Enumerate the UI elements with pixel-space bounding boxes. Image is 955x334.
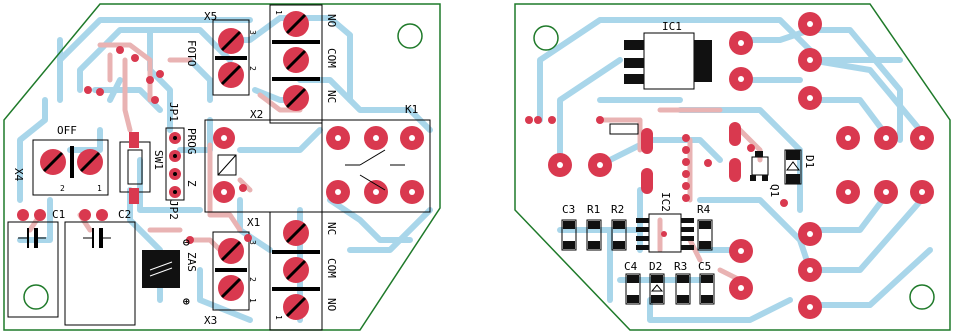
label-plus: ⊕ [183, 295, 190, 308]
label-ic2: IC2 [659, 192, 672, 212]
label-r3: R3 [674, 260, 687, 273]
c4-smd [625, 273, 641, 305]
label-r4: R4 [697, 203, 711, 216]
label-zas: ZAS [185, 252, 198, 272]
k1-contact-area [321, 119, 431, 213]
k1-relay-pads [213, 126, 424, 204]
label-foto: FOTO [185, 40, 198, 67]
label-r1: R1 [587, 203, 600, 216]
label-c4: C4 [624, 260, 638, 273]
x1-screws [272, 220, 320, 320]
label-z: Z [185, 180, 198, 187]
x3-terminal-block [212, 231, 250, 311]
smd-row-top [561, 213, 713, 253]
c1-capacitor [7, 209, 59, 318]
label-x4: X4 [12, 168, 25, 182]
right-board: IC1 IC2 C3 R1 R2 R4 C4 D2 R3 C5 Q1 D1 [514, 3, 951, 331]
left-board-outline [3, 3, 441, 331]
label-minus: ⊖ [183, 236, 190, 249]
r1-smd [586, 219, 602, 251]
q1-transistor [750, 151, 769, 181]
x4-terminal-block [32, 139, 109, 196]
label-c2: C2 [118, 208, 131, 221]
ic1-regulator [624, 32, 712, 90]
right-mount-hole-top [533, 25, 559, 51]
x3-pin-1: 1 [248, 298, 257, 303]
label-prog: PROG [185, 128, 198, 155]
r2-smd [611, 219, 627, 251]
label-k1: K1 [405, 103, 418, 116]
x2-pin-1: 1 [274, 10, 283, 15]
label-com-top: COM [325, 48, 338, 68]
label-x2: X2 [250, 108, 263, 121]
label-jp2: JP2 [167, 200, 180, 220]
c3-smd [561, 219, 577, 251]
d1-diode [784, 149, 802, 185]
label-d1: D1 [803, 155, 816, 168]
label-jp1: JP1 [167, 102, 180, 122]
label-off: OFF [57, 124, 77, 137]
label-no-top: NO [325, 14, 338, 27]
label-c5: C5 [698, 260, 711, 273]
x4-pin-1: 1 [97, 184, 102, 193]
left-vias [84, 46, 252, 244]
x1-pin-1: 1 [274, 315, 283, 320]
right-vertical-pads [609, 122, 741, 194]
label-q1: Q1 [768, 184, 781, 197]
right-board-outline [514, 3, 951, 331]
left-board: X5 X2 X1 X3 X4 K1 FOTO OFF C1 C2 JP1 JP2… [3, 3, 441, 331]
power-regulator [142, 250, 180, 288]
label-r2: R2 [611, 203, 624, 216]
label-x1: X1 [247, 216, 260, 229]
r3-smd [675, 273, 691, 305]
c2-capacitor [64, 209, 136, 326]
label-x5: X5 [204, 10, 217, 23]
sw1-switch [119, 132, 151, 204]
right-board-labels: IC1 IC2 C3 R1 R2 R4 C4 D2 R3 C5 Q1 D1 [562, 20, 816, 273]
x3-screws [215, 238, 247, 301]
jp-header-pins [169, 132, 181, 198]
left-mount-hole-bottom [23, 284, 49, 310]
x4-screws [40, 146, 103, 178]
label-no-bottom: NO [325, 298, 338, 311]
x5-pin-3: 3 [248, 30, 257, 35]
x4-pin-2: 2 [60, 184, 65, 193]
smd-row-bottom [625, 273, 715, 305]
x5-pin-2: 2 [248, 66, 257, 71]
left-mount-hole-top [397, 23, 423, 49]
x3-pin-3: 3 [248, 240, 257, 245]
jp-header-outline [165, 127, 185, 201]
x3-pin-2: 2 [248, 277, 257, 282]
right-large-pad-holes [557, 21, 925, 310]
right-vias [525, 116, 788, 237]
k1-relay-symbol [217, 149, 405, 191]
label-d2: D2 [649, 260, 662, 273]
x5-terminal-block [212, 19, 250, 96]
label-sw1: SW1 [152, 150, 165, 170]
c5-smd [699, 273, 715, 305]
label-c1: C1 [52, 208, 65, 221]
x2-screws [272, 11, 320, 111]
label-com-bottom: COM [325, 258, 338, 278]
d2-smd [649, 273, 665, 305]
ic2-smd [636, 213, 694, 253]
label-nc-bottom: NC [325, 222, 338, 235]
label-nc-top: NC [325, 90, 338, 103]
right-mount-hole-bottom [909, 284, 935, 310]
label-x3: X3 [204, 314, 217, 327]
label-ic1: IC1 [662, 20, 682, 33]
x2-terminal-block [269, 4, 323, 124]
x5-screws [215, 28, 247, 88]
label-c3: C3 [562, 203, 575, 216]
r4-smd [697, 219, 713, 251]
left-board-labels: X5 X2 X1 X3 X4 K1 FOTO OFF C1 C2 JP1 JP2… [12, 10, 418, 327]
